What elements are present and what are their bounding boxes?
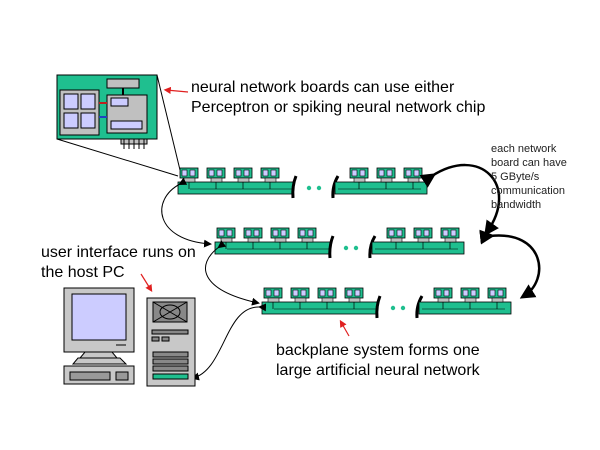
- label-host-pc: user interface runs on the host PC: [41, 243, 196, 283]
- continuation-dot: [390, 305, 396, 311]
- link-row1-row2: [161, 177, 212, 248]
- label-bandwidth-line3: 5 GByte/s: [491, 171, 540, 183]
- label-bandwidth-line4: communication: [491, 185, 565, 197]
- network-board: [349, 167, 369, 189]
- network-board: [460, 287, 480, 309]
- network-board: [260, 167, 280, 189]
- network-board: [344, 287, 364, 309]
- label-backplane-line1: backplane system forms one: [276, 342, 480, 359]
- network-board: [433, 287, 453, 309]
- neuron-cell: [80, 112, 96, 129]
- monitor-stand: [71, 357, 128, 365]
- label-board-chip: neural network boards can use either Per…: [191, 78, 485, 118]
- neuron-cell: [63, 112, 79, 129]
- network-board: [317, 287, 337, 309]
- bandwidth-arrow-2: [479, 229, 541, 299]
- label-backplane-line2: large artificial neural network: [276, 362, 480, 379]
- label-host-pc-line1: user interface runs on: [41, 244, 196, 261]
- host-pc-tower: [146, 297, 196, 387]
- backplane-row-2: [214, 227, 465, 259]
- backplane-segment-left: [261, 301, 378, 315]
- label-board-chip-line1: neural network boards can use either: [191, 79, 455, 96]
- network-board: [386, 227, 406, 249]
- break-mark: [328, 235, 335, 259]
- break-mark: [415, 295, 424, 319]
- network-board: [233, 167, 253, 189]
- backplane-segment-left: [214, 241, 331, 255]
- zoom-line-bottom: [56, 138, 179, 177]
- label-bandwidth-line2: board can have: [491, 157, 567, 169]
- link-row2-row3: [204, 240, 260, 306]
- label-board-chip-line2: Perceptron or spiking neural network chi…: [191, 99, 486, 116]
- annotation-arrow-board: [163, 86, 189, 95]
- continuation-dot: [316, 185, 322, 191]
- network-board: [376, 167, 396, 189]
- label-bandwidth-line1: each network: [491, 143, 557, 155]
- continuation-dot: [400, 305, 406, 311]
- board-detail-edge-pins: [120, 138, 148, 149]
- annotation-arrow-backplane: [339, 319, 350, 337]
- network-board: [403, 167, 423, 189]
- continuation-dot: [353, 245, 359, 251]
- break-mark: [375, 295, 382, 319]
- network-board: [270, 227, 290, 249]
- backplane-segment-left: [177, 181, 294, 195]
- label-host-pc-line2: the host PC: [41, 264, 125, 281]
- neuron-cell: [80, 93, 96, 110]
- annotation-arrow-pc: [140, 273, 153, 293]
- break-mark: [331, 175, 340, 199]
- network-board: [206, 167, 226, 189]
- tower-network-card: [152, 373, 189, 380]
- label-bandwidth: each network board can have 5 GByte/s co…: [491, 142, 567, 212]
- continuation-dot: [343, 245, 349, 251]
- neuron-cell: [63, 93, 79, 110]
- network-board: [297, 227, 317, 249]
- network-board: [216, 227, 236, 249]
- continuation-dot: [306, 185, 312, 191]
- link-row3-pc: [191, 303, 267, 381]
- break-mark: [368, 235, 377, 259]
- network-board: [263, 287, 283, 309]
- board-detail-top-chip: [106, 78, 140, 89]
- backplane-row-1: [177, 167, 428, 199]
- label-bandwidth-line5: bandwidth: [491, 199, 542, 211]
- network-board: [290, 287, 310, 309]
- monitor-screen: [71, 293, 127, 341]
- monitor-neck: [78, 351, 119, 359]
- zoom-line-top: [156, 74, 181, 171]
- bandwidth-arrow-1: [419, 163, 501, 237]
- label-backplane: backplane system forms one large artific…: [276, 341, 480, 381]
- host-pc-monitor: [63, 287, 135, 385]
- board-detail: [56, 74, 181, 177]
- break-mark: [291, 175, 298, 199]
- backplane-row-3: [261, 287, 512, 319]
